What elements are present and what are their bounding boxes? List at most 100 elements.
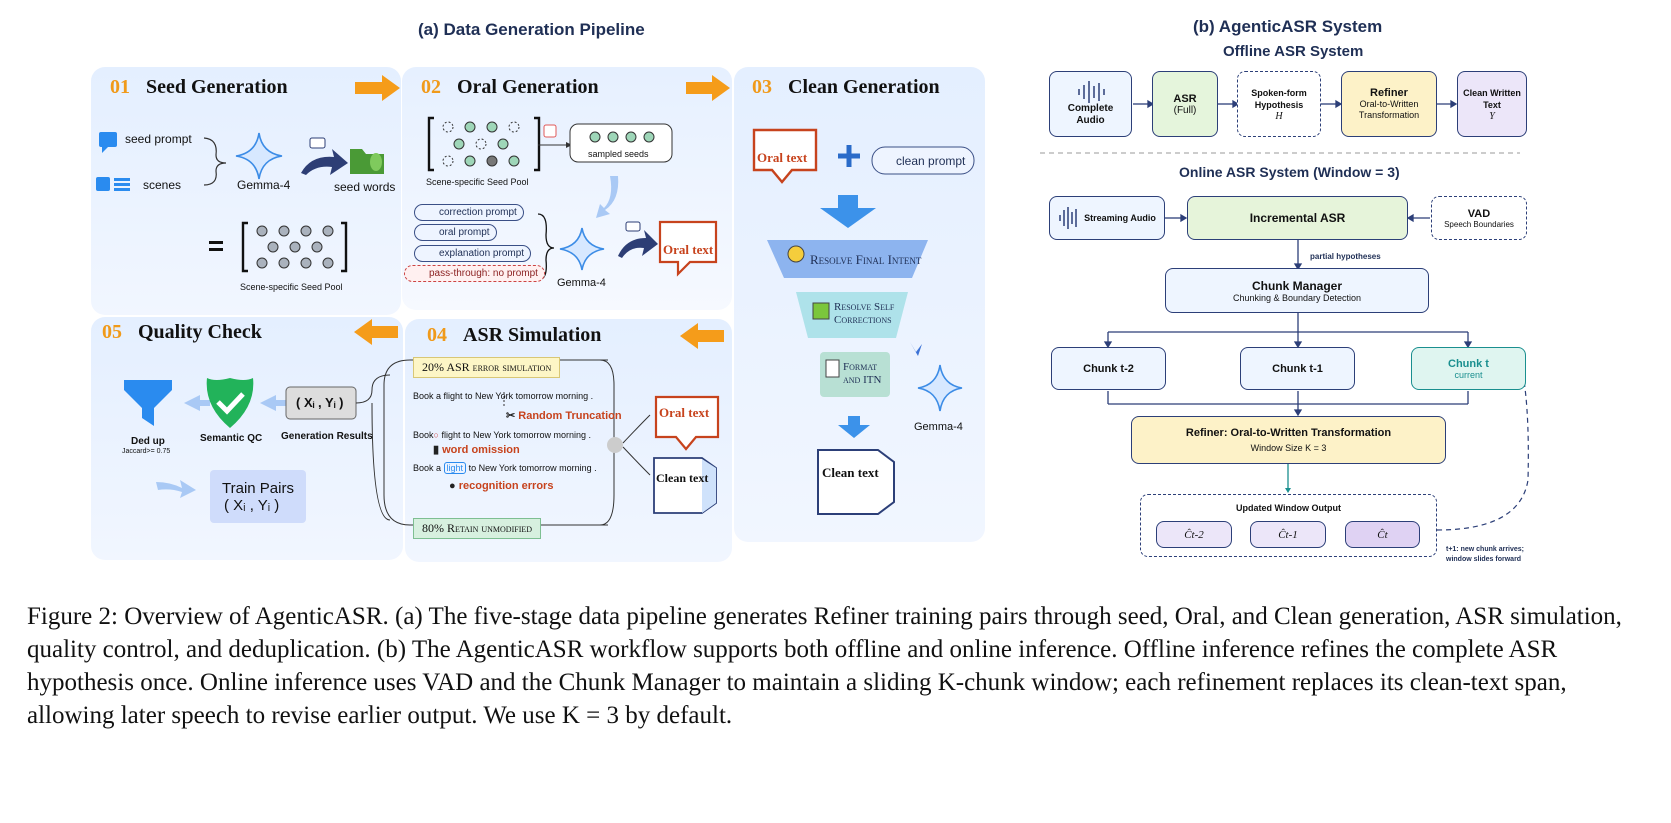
sparkle-icon — [235, 132, 283, 180]
scenes-label: scenes — [143, 178, 182, 192]
arrow-right-icon — [686, 75, 730, 101]
down-arrow-icon — [820, 195, 876, 228]
stage4-clean-text: Clean text — [656, 471, 709, 485]
output-chunk-t-1: Ĉt-1 — [1250, 521, 1326, 548]
seed-words-label: seed words — [334, 180, 396, 194]
explanation-prompt-pill: explanation prompt — [414, 245, 532, 262]
arrow-icon — [156, 480, 196, 498]
dice-icon — [543, 124, 557, 138]
stage2-oral-text: Oral text — [663, 242, 714, 257]
clean-prompt-label: clean prompt — [896, 154, 966, 168]
chunk-t-1-box: Chunk t-1 — [1240, 347, 1355, 390]
stage5-xy: ( Xᵢ , Yᵢ ) — [296, 395, 344, 410]
arrow-left-icon — [680, 323, 724, 349]
random-truncation-label: ✂ Random Truncation — [506, 410, 622, 422]
waveform-icon — [1059, 207, 1077, 229]
bulb-icon — [787, 245, 805, 263]
sampled-seeds-label: sampled seeds — [588, 149, 649, 159]
gemma-label: Gemma-4 — [237, 178, 291, 192]
correction-prompt-pill: correction prompt — [414, 204, 524, 221]
incremental-asr-box: Incremental ASR — [1187, 196, 1408, 240]
stage3-gemma-label: Gemma-4 — [914, 421, 963, 433]
plus-icon — [838, 145, 860, 167]
generation-results-label: Generation Results — [281, 431, 373, 442]
curved-arrow-icon — [301, 149, 348, 175]
stage5-graphics — [124, 374, 390, 523]
complete-audio-box: Complete Audio — [1049, 71, 1132, 137]
sparkle-icon — [917, 364, 963, 412]
word-omission-label: ▮ word omission — [433, 444, 520, 456]
stage2-graphics — [427, 116, 718, 281]
stage4-graphics — [383, 359, 720, 526]
curved-arrow-icon — [618, 230, 658, 258]
alert-icon: ● — [449, 480, 456, 492]
dedup-label: Ded up — [131, 436, 165, 447]
sparkle-icon — [559, 227, 605, 271]
sentence-3: Book a light to New York tomorrow mornin… — [413, 462, 597, 474]
pass-through-pill: pass-through: no prompt — [404, 265, 545, 282]
online-title: Online ASR System (Window = 3) — [1179, 164, 1400, 180]
resolve-final-intent: Resolve Final Intent — [810, 252, 922, 267]
figure-caption: Figure 2: Overview of AgenticASR. (a) Th… — [27, 603, 1622, 729]
pipeline-title: (a) Data Generation Pipeline — [418, 20, 645, 39]
oral-prompt-pill: oral prompt — [414, 224, 497, 241]
train-pairs-label: Train Pairs( Xᵢ , Yᵢ ) — [222, 480, 294, 514]
output-chunk-t-2: Ĉt-2 — [1156, 521, 1232, 548]
semantic-qc-label: Semantic QC — [200, 433, 263, 444]
down-arrow-icon — [596, 176, 619, 218]
system-connectors — [1040, 99, 1529, 531]
offline-title: Offline ASR System — [1223, 43, 1364, 60]
trash-icon: ▮ — [433, 444, 440, 456]
partial-hypotheses-label: partial hypotheses — [1310, 252, 1381, 261]
stage3-graphics — [752, 128, 975, 515]
slide-note: t+1: new chunk arrives;window slides for… — [1446, 546, 1525, 563]
stage1-graphics — [96, 132, 384, 273]
shield-check-icon — [206, 378, 254, 428]
jaccard-label: Jaccard>= 0.75 — [122, 448, 171, 455]
stage4-oral-text: Oral text — [659, 405, 710, 420]
asr-error-sim-label: 20% ASR error simulation — [413, 357, 561, 378]
arrow-right-icon — [355, 75, 400, 101]
check-icon — [812, 302, 830, 320]
seed-prompt-label: seed prompt — [125, 132, 192, 146]
down-arrow-icon — [838, 416, 870, 438]
stage2-pool-label: Scene-specific Seed Pool — [426, 177, 529, 187]
system-title: (b) AgenticASR System — [1193, 17, 1383, 36]
panel-seed-generation — [91, 67, 401, 315]
asr-full-box: ASR(Full) — [1152, 71, 1218, 137]
stage3-clean-text: Clean text — [822, 465, 879, 480]
scissors-icon: ✂ — [506, 410, 516, 422]
stage3-oral-text: Oral text — [757, 150, 808, 165]
chat-icon — [99, 132, 117, 147]
arrow-left-icon — [354, 319, 398, 345]
output-chunk-t: Ĉt — [1345, 521, 1420, 548]
recognition-errors-label: ● recognition errors — [449, 480, 554, 492]
scenes-icon — [96, 177, 110, 191]
sentence-2: Book○ flight to New York tomorrow mornin… — [413, 430, 592, 440]
retain-unmodified-label: 80% Retain unmodified — [413, 518, 542, 539]
pipeline-arrows — [354, 75, 730, 349]
document-icon — [825, 359, 840, 378]
streaming-audio-box: Streaming Audio — [1049, 196, 1165, 240]
sentence-1: Book a flight to New York tomorrow morni… — [413, 391, 594, 401]
stage2-gemma-label: Gemma-4 — [557, 277, 606, 289]
filter-icon — [124, 380, 172, 426]
chunk-t-2-box: Chunk t-2 — [1051, 347, 1166, 390]
waveform-icon — [1077, 81, 1105, 103]
seed-pool-label: Scene-specific Seed Pool — [240, 282, 343, 292]
wand-icon — [910, 342, 922, 356]
